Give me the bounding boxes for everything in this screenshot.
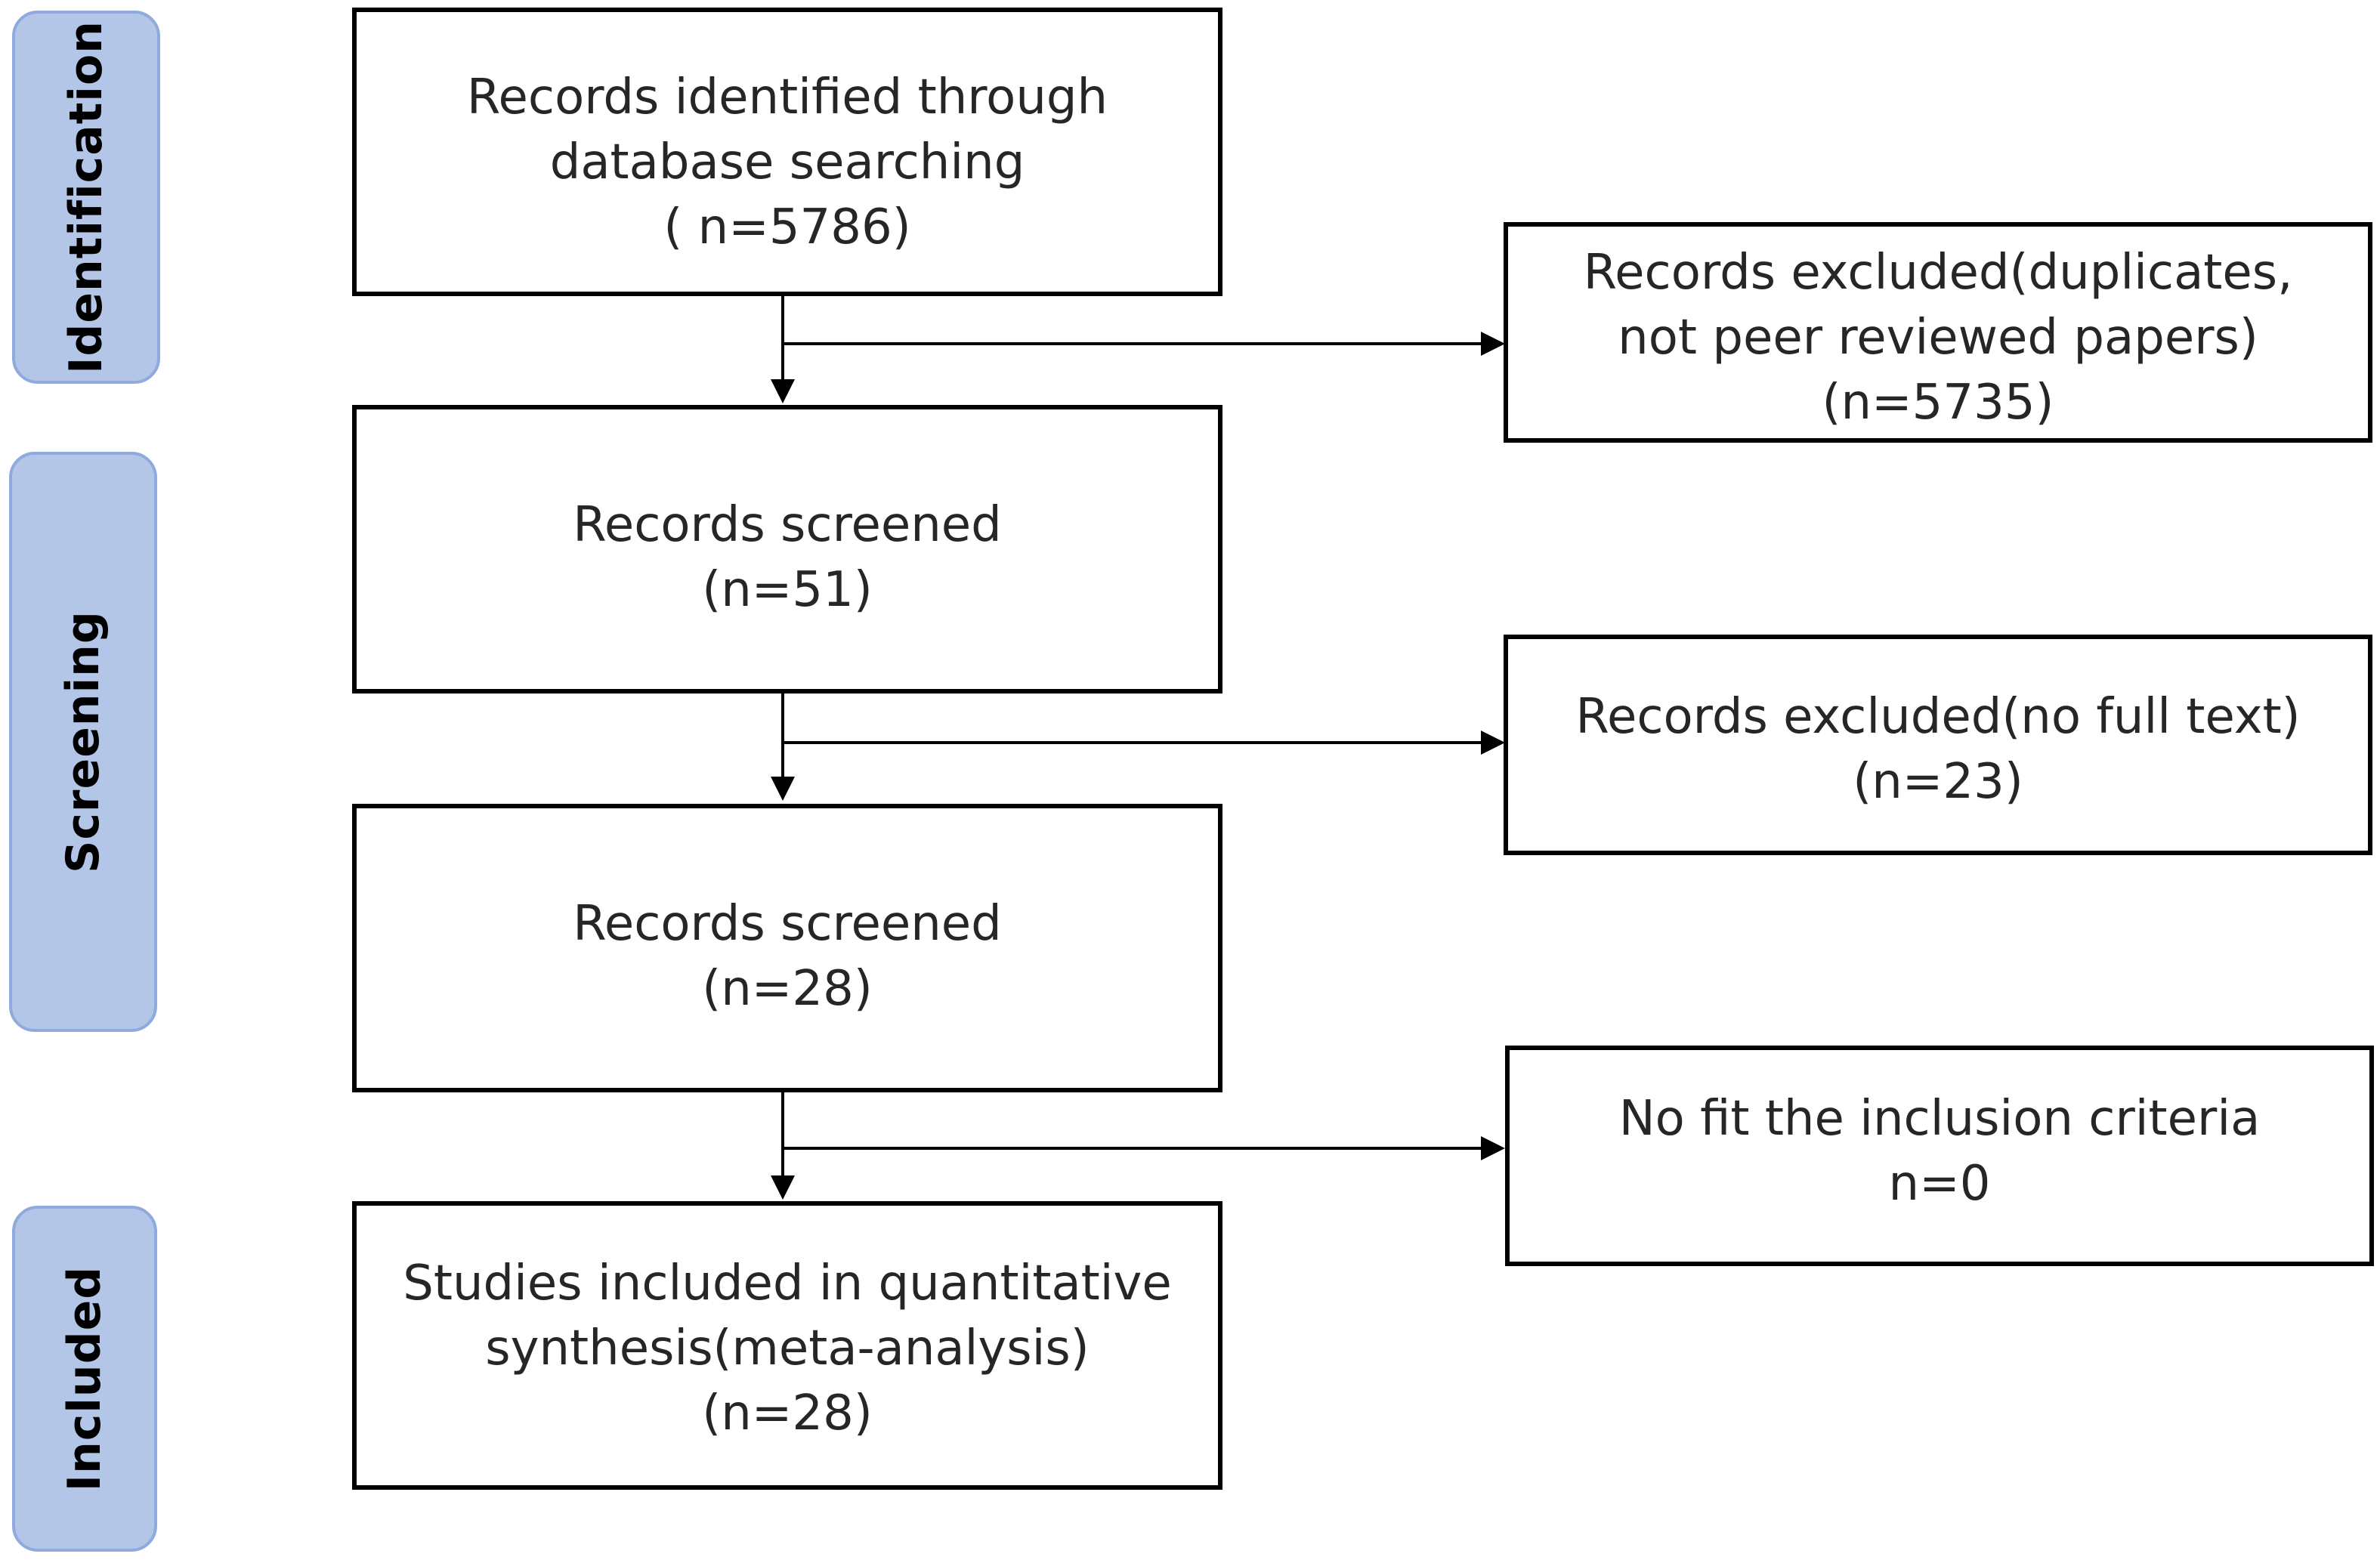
text-line: synthesis(meta-analysis) xyxy=(485,1321,1090,1376)
box-records-screened-2: Records screened (n=28) xyxy=(352,804,1222,1092)
count-label: (n=28) xyxy=(702,1385,873,1441)
count-label: (n=51) xyxy=(702,562,873,618)
box-records-identified: Records identified through database sear… xyxy=(352,8,1222,296)
text-line: No fit the inclusion criteria xyxy=(1618,1091,2261,1147)
phase-screening: Screening xyxy=(9,452,157,1032)
box-excluded-no-full-text: Records excluded(no full text) (n=23) xyxy=(1504,635,2372,855)
count-label: (n=23) xyxy=(1853,754,2023,810)
text-line: Records excluded(no full text) xyxy=(1575,689,2301,745)
phase-included: Included xyxy=(12,1206,157,1552)
text-line: Records screened xyxy=(573,896,1002,952)
text-line: not peer reviewed papers) xyxy=(1618,310,2258,366)
box-excluded-duplicates: Records excluded(duplicates, not peer re… xyxy=(1504,222,2372,443)
text-line: Records identified through xyxy=(466,70,1108,125)
text-line: Records excluded(duplicates, xyxy=(1583,245,2293,301)
box-studies-included: Studies included in quantitative synthes… xyxy=(352,1201,1222,1490)
text-line: Studies included in quantitative xyxy=(403,1256,1172,1311)
phase-identification: Identification xyxy=(12,11,160,384)
count-label: (n=28) xyxy=(702,961,873,1017)
count-label: ( n=5786) xyxy=(663,199,911,255)
box-no-fit-criteria: No fit the inclusion criteria n=0 xyxy=(1505,1046,2374,1266)
text-line: database searching xyxy=(549,134,1025,190)
text-line: Records screened xyxy=(573,497,1002,553)
count-label: (n=5735) xyxy=(1822,375,2054,431)
count-label: n=0 xyxy=(1888,1156,1991,1212)
box-records-screened-1: Records screened (n=51) xyxy=(352,405,1222,694)
